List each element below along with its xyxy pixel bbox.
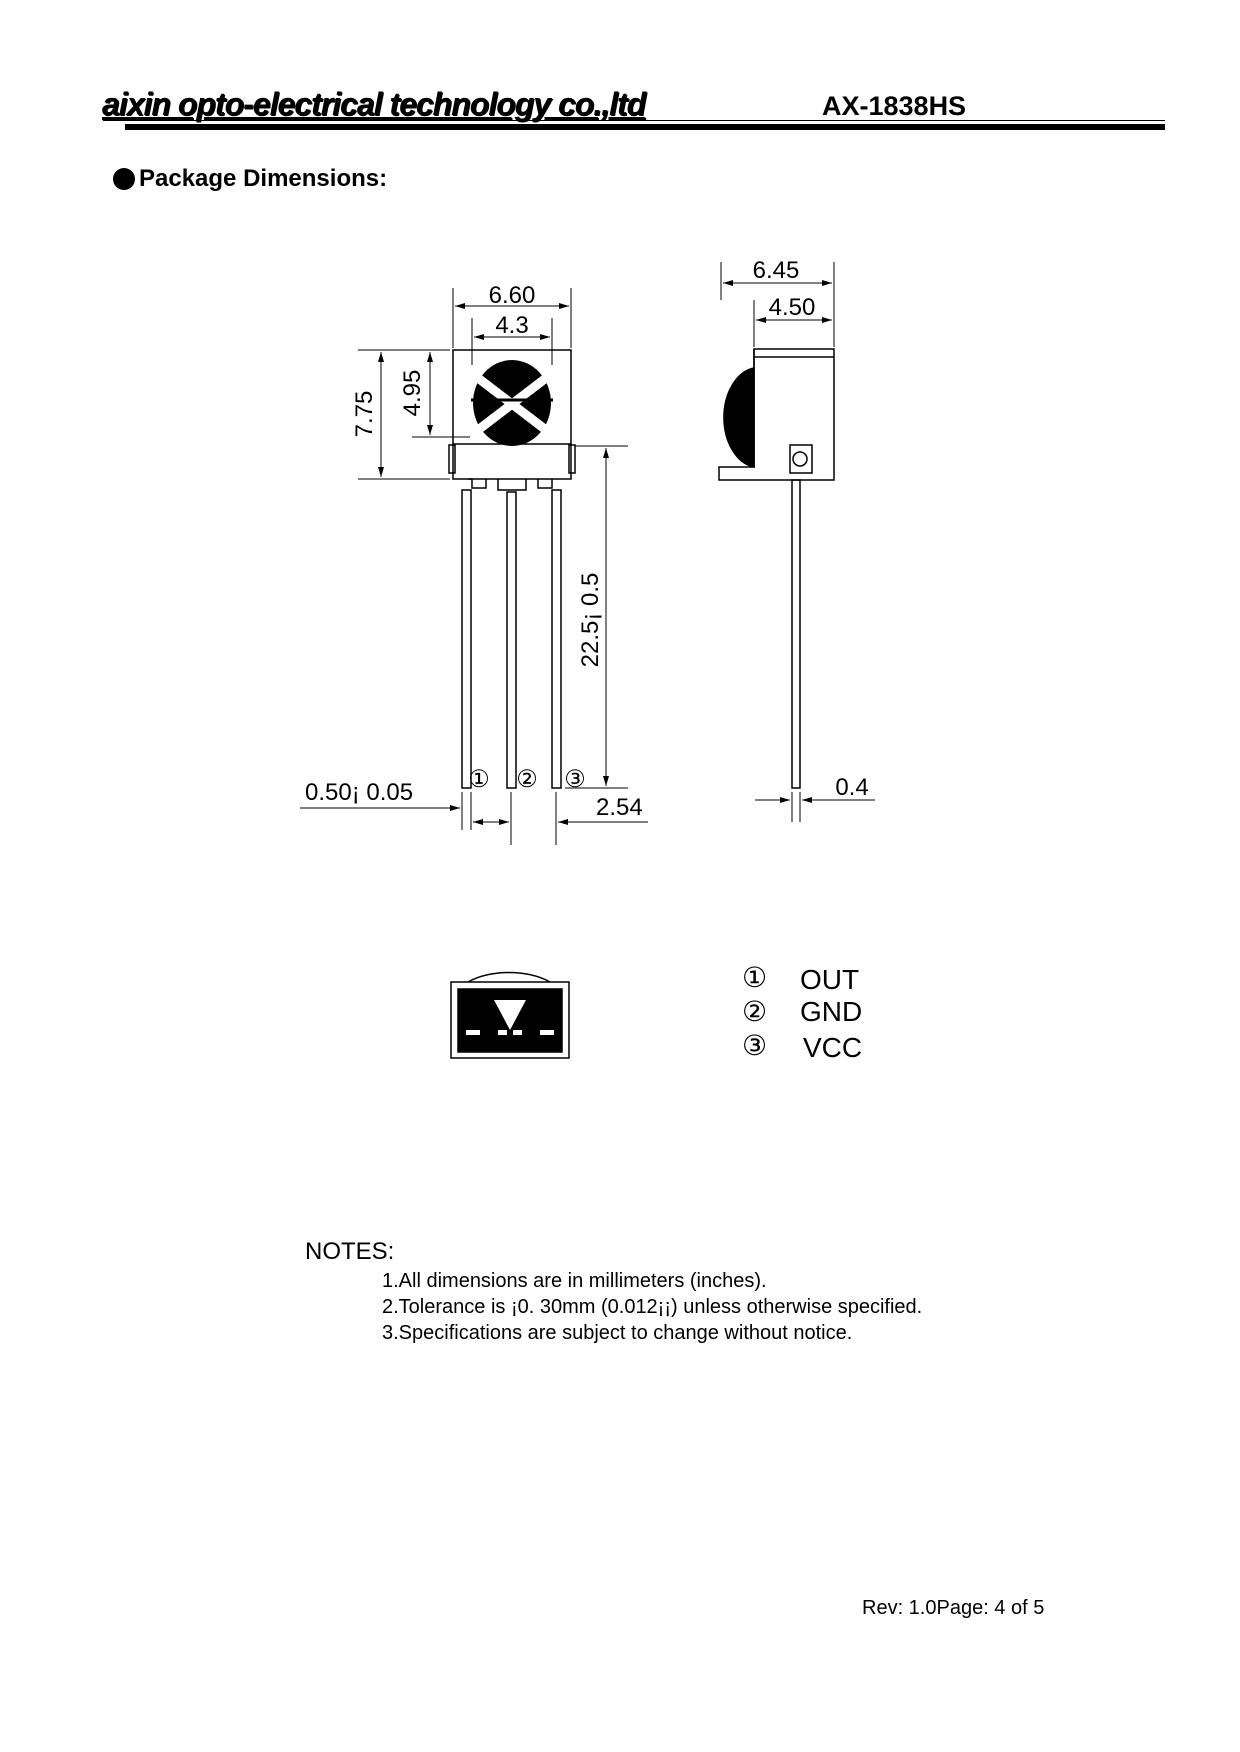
dim-height-total: 7.75 bbox=[351, 391, 378, 438]
header-rule-thin bbox=[110, 120, 1165, 121]
dim-lens-height: 4.95 bbox=[399, 370, 426, 417]
front-lens-icon bbox=[471, 360, 553, 446]
page-footer: Rev: 1.0Page: 4 of 5 bbox=[862, 1597, 1045, 1619]
model-number: AX-1838HS bbox=[822, 91, 967, 121]
notes-list: 1.All dimensions are in millimeters (inc… bbox=[382, 1268, 922, 1346]
lead-2 bbox=[506, 491, 517, 789]
front-view bbox=[448, 349, 576, 491]
pin-legend: ① OUT ② GND ③ VCC bbox=[742, 962, 862, 1063]
legend-pin-2: ② bbox=[742, 996, 767, 1027]
note-item: 1.All dimensions are in millimeters (inc… bbox=[382, 1270, 767, 1292]
dim-lead-thickness: 0.4 bbox=[835, 774, 868, 801]
legend-out: OUT bbox=[800, 964, 859, 995]
note-item: 3.Specifications are subject to change w… bbox=[382, 1322, 853, 1344]
legend-pin-1: ① bbox=[742, 962, 767, 993]
legend-vcc: VCC bbox=[803, 1032, 862, 1063]
section-title: Package Dimensions: bbox=[139, 165, 388, 192]
lens-window-icon bbox=[494, 1000, 526, 1030]
header-rule-thick bbox=[125, 124, 1165, 130]
bullet-icon bbox=[113, 168, 135, 190]
notes-title: NOTES: bbox=[305, 1238, 395, 1265]
dim-side-body: 4.50 bbox=[769, 294, 816, 321]
pin-1-marker: ① bbox=[468, 766, 490, 793]
front-body bbox=[452, 349, 572, 480]
dim-pitch: 2.54 bbox=[596, 794, 643, 821]
dim-lead-length: 22.5¡ 0.5 bbox=[577, 573, 604, 668]
front-leads bbox=[461, 489, 562, 789]
side-view bbox=[718, 348, 835, 789]
dim-side-depth: 6.45 bbox=[753, 257, 800, 284]
dim-lead-width: 0.50¡ 0.05 bbox=[305, 779, 413, 806]
side-lens-dome-icon bbox=[723, 367, 755, 468]
lead-3 bbox=[551, 489, 562, 789]
section-heading: Package Dimensions: bbox=[113, 165, 387, 193]
legend-gnd: GND bbox=[800, 996, 862, 1027]
side-hole-icon bbox=[792, 451, 808, 467]
front-base-steps bbox=[468, 478, 553, 491]
pin-3-marker: ③ bbox=[564, 766, 586, 793]
lead-1 bbox=[461, 489, 472, 789]
legend-pin-3: ③ bbox=[742, 1030, 767, 1061]
front-dimension-lines bbox=[300, 288, 648, 845]
side-dimension-lines bbox=[720, 262, 875, 822]
front-tab-left bbox=[448, 444, 456, 474]
pin-2-marker: ② bbox=[516, 766, 538, 793]
note-item: 2.Tolerance is ¡0. 30mm (0.012¡¡) unless… bbox=[382, 1296, 923, 1318]
bottom-view bbox=[450, 971, 570, 1059]
side-lead bbox=[791, 479, 801, 789]
dim-width-total: 6.60 bbox=[489, 282, 536, 309]
company-name: aixin opto-electrical technology co.,ltd bbox=[102, 86, 646, 122]
front-tab-right bbox=[568, 444, 576, 474]
dim-lens-width: 4.3 bbox=[495, 312, 528, 339]
